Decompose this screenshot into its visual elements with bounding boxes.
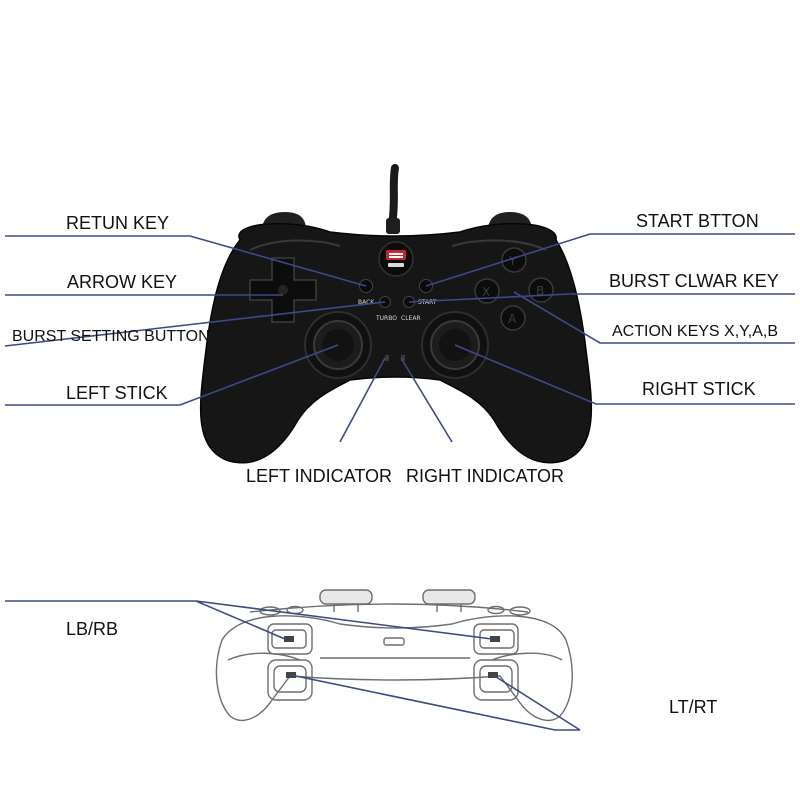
- callout-retun-key: RETUN KEY: [66, 213, 170, 233]
- callout-burst-clwar-key: BURST CLWAR KEY: [609, 271, 779, 291]
- callout-lb-rb: LB/RB: [66, 619, 119, 639]
- action-keys[interactable]: Y X B A: [474, 247, 554, 331]
- y-button-glyph: Y: [508, 254, 517, 268]
- callout-left-indicator: LEFT INDICATOR: [246, 466, 393, 486]
- callout-arrow-key: ARROW KEY: [67, 272, 178, 292]
- leader-lines-top: [5, 600, 581, 731]
- y-button: [501, 247, 527, 273]
- a-button: [500, 305, 526, 331]
- b-button-glyph: B: [536, 284, 544, 298]
- a-button-glyph: A: [508, 312, 517, 326]
- x-button-glyph: X: [482, 285, 490, 299]
- callout-action-keys: ACTION KEYS X,Y,A,B: [612, 323, 778, 340]
- gamepad-top-icon: [215, 589, 573, 721]
- back-button-label: BACK: [358, 299, 375, 306]
- callout-right-stick: RIGHT STICK: [642, 379, 756, 399]
- start-button-label: START: [418, 299, 437, 306]
- callout-start-btton: START BTTON: [636, 211, 759, 231]
- x-button: [474, 278, 500, 304]
- callout-right-indicator: RIGHT INDICATOR: [406, 466, 565, 486]
- callout-burst-setting-button: BURST SETTING BUTTON: [12, 328, 210, 345]
- gamepad-front-icon: BACK START TURBO CLEAR Y X: [199, 164, 593, 464]
- arrow-key-dpad[interactable]: [249, 257, 317, 323]
- brand-logo-icon: [378, 241, 414, 277]
- turbo-button-label: TURBO: [375, 315, 397, 322]
- leader-lines-front: [4, 233, 795, 443]
- callout-left-stick: LEFT STICK: [66, 383, 168, 403]
- clear-button-label: CLEAR: [401, 315, 421, 322]
- left-indicator-light: [385, 355, 389, 361]
- callout-lt-rt: LT/RT: [669, 697, 718, 717]
- right-indicator-light: [401, 355, 405, 361]
